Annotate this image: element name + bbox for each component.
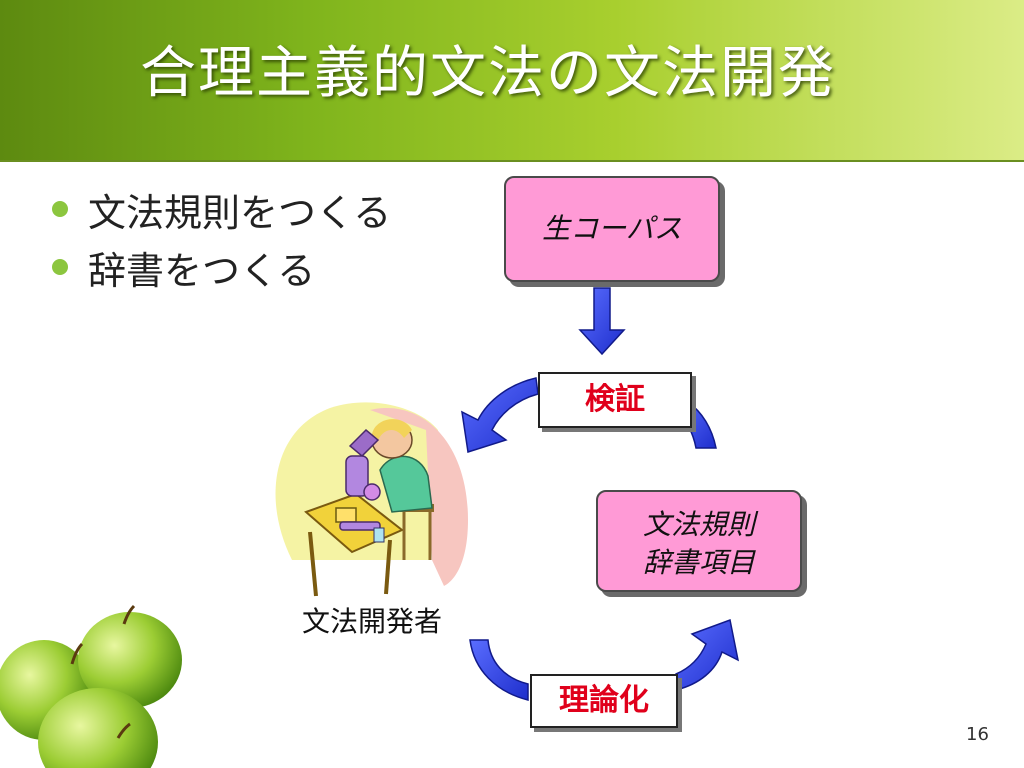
bullet-dot-icon <box>52 259 68 275</box>
rules-box-line2: 辞書項目 <box>642 546 755 579</box>
verify-label: 検証 <box>538 372 692 428</box>
corpus-box-label: 生コーパス <box>542 212 682 245</box>
page-number: 16 <box>966 724 989 745</box>
bullet-text: 辞書をつくる <box>88 248 316 293</box>
curved-arrow-bottom-right-icon <box>675 618 740 691</box>
title-band <box>0 0 1024 162</box>
bullet-item: 文法規則をつくる <box>52 180 391 238</box>
curved-arrow-left-icon <box>461 377 539 453</box>
bullet-dot-icon <box>52 201 68 217</box>
bullet-list: 文法規則をつくる 辞書をつくる <box>52 180 391 296</box>
theory-label: 理論化 <box>530 674 678 728</box>
slide-title: 合理主義的文法の文法開発 <box>140 41 836 106</box>
developer-label: 文法開発者 <box>302 605 443 638</box>
down-arrow-icon <box>578 287 626 356</box>
rules-box: 文法規則 辞書項目 <box>596 490 802 592</box>
rules-box-line1: 文法規則 <box>642 508 755 541</box>
bullet-item: 辞書をつくる <box>52 238 391 296</box>
apple-image <box>0 604 182 768</box>
bullet-text: 文法規則をつくる <box>88 190 392 235</box>
scientist-illustration <box>275 402 468 597</box>
curved-arrow-bottom-left-icon <box>469 639 529 701</box>
corpus-box: 生コーパス <box>504 176 720 282</box>
